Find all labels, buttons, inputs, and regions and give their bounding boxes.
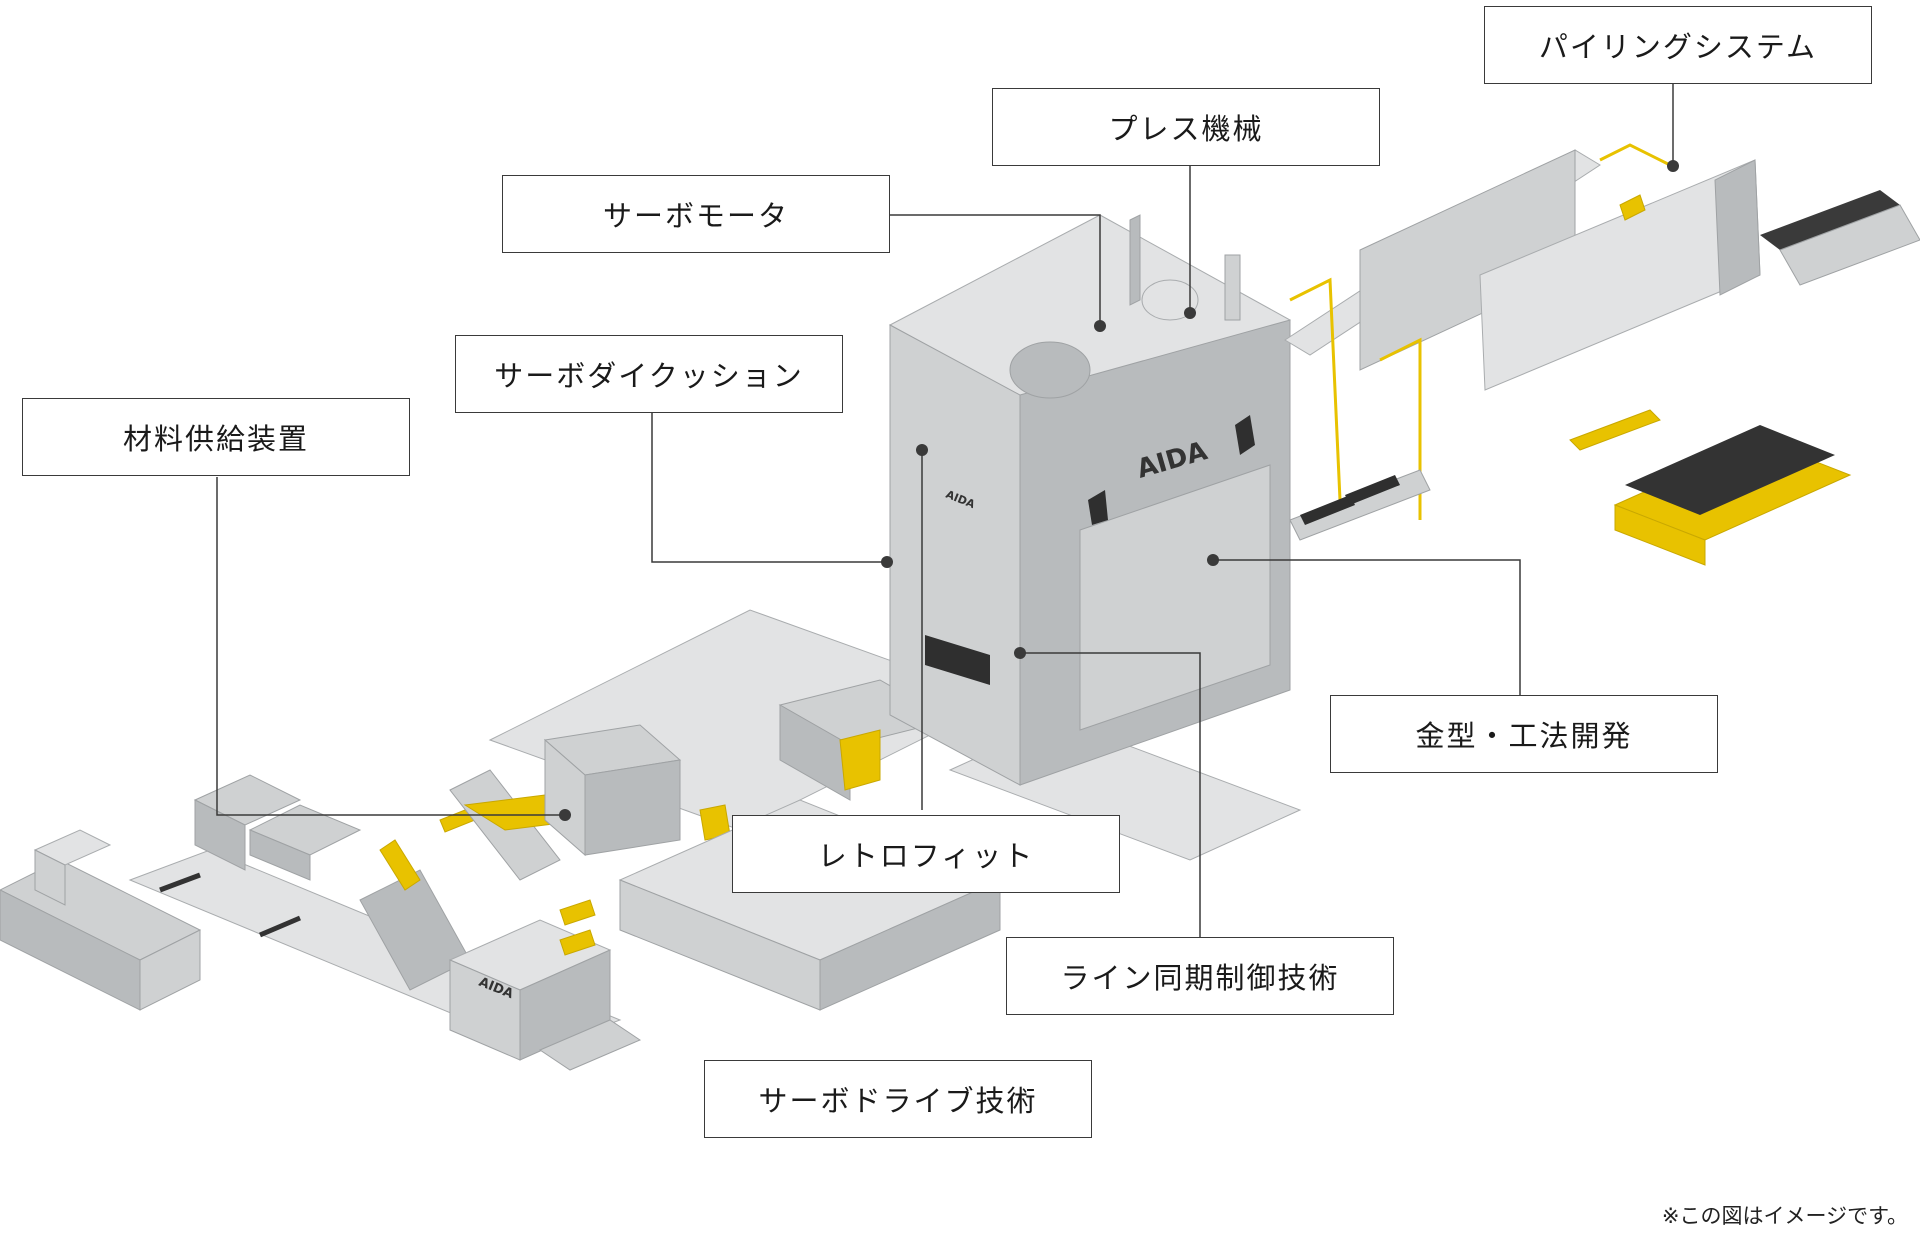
label-die-development: 金型・工法開発	[1330, 695, 1718, 773]
material-feed-frame	[463, 724, 731, 956]
label-servo-motor: サーボモータ	[502, 175, 890, 253]
product-pallet	[1569, 409, 1852, 566]
feeder-unit: AIDA	[448, 919, 642, 1071]
label-piling-system: パイリングシステム	[1484, 6, 1872, 84]
coil-equipment	[0, 774, 362, 1011]
leader-lines	[216, 83, 1679, 937]
piling-system	[1284, 143, 1920, 541]
image-note: ※この図はイメージです。	[1661, 1204, 1908, 1228]
label-line-sync-control: ライン同期制御技術	[1006, 937, 1394, 1015]
label-press-machine: プレス機械	[992, 88, 1380, 166]
label-servo-drive: サーボドライブ技術	[704, 1060, 1092, 1138]
press-body: AIDA AIDA	[888, 214, 1292, 786]
label-servo-die-cushion: サーボダイクッション	[455, 335, 843, 413]
label-material-feed: 材料供給装置	[22, 398, 410, 476]
label-retrofit: レトロフィット	[732, 815, 1120, 893]
